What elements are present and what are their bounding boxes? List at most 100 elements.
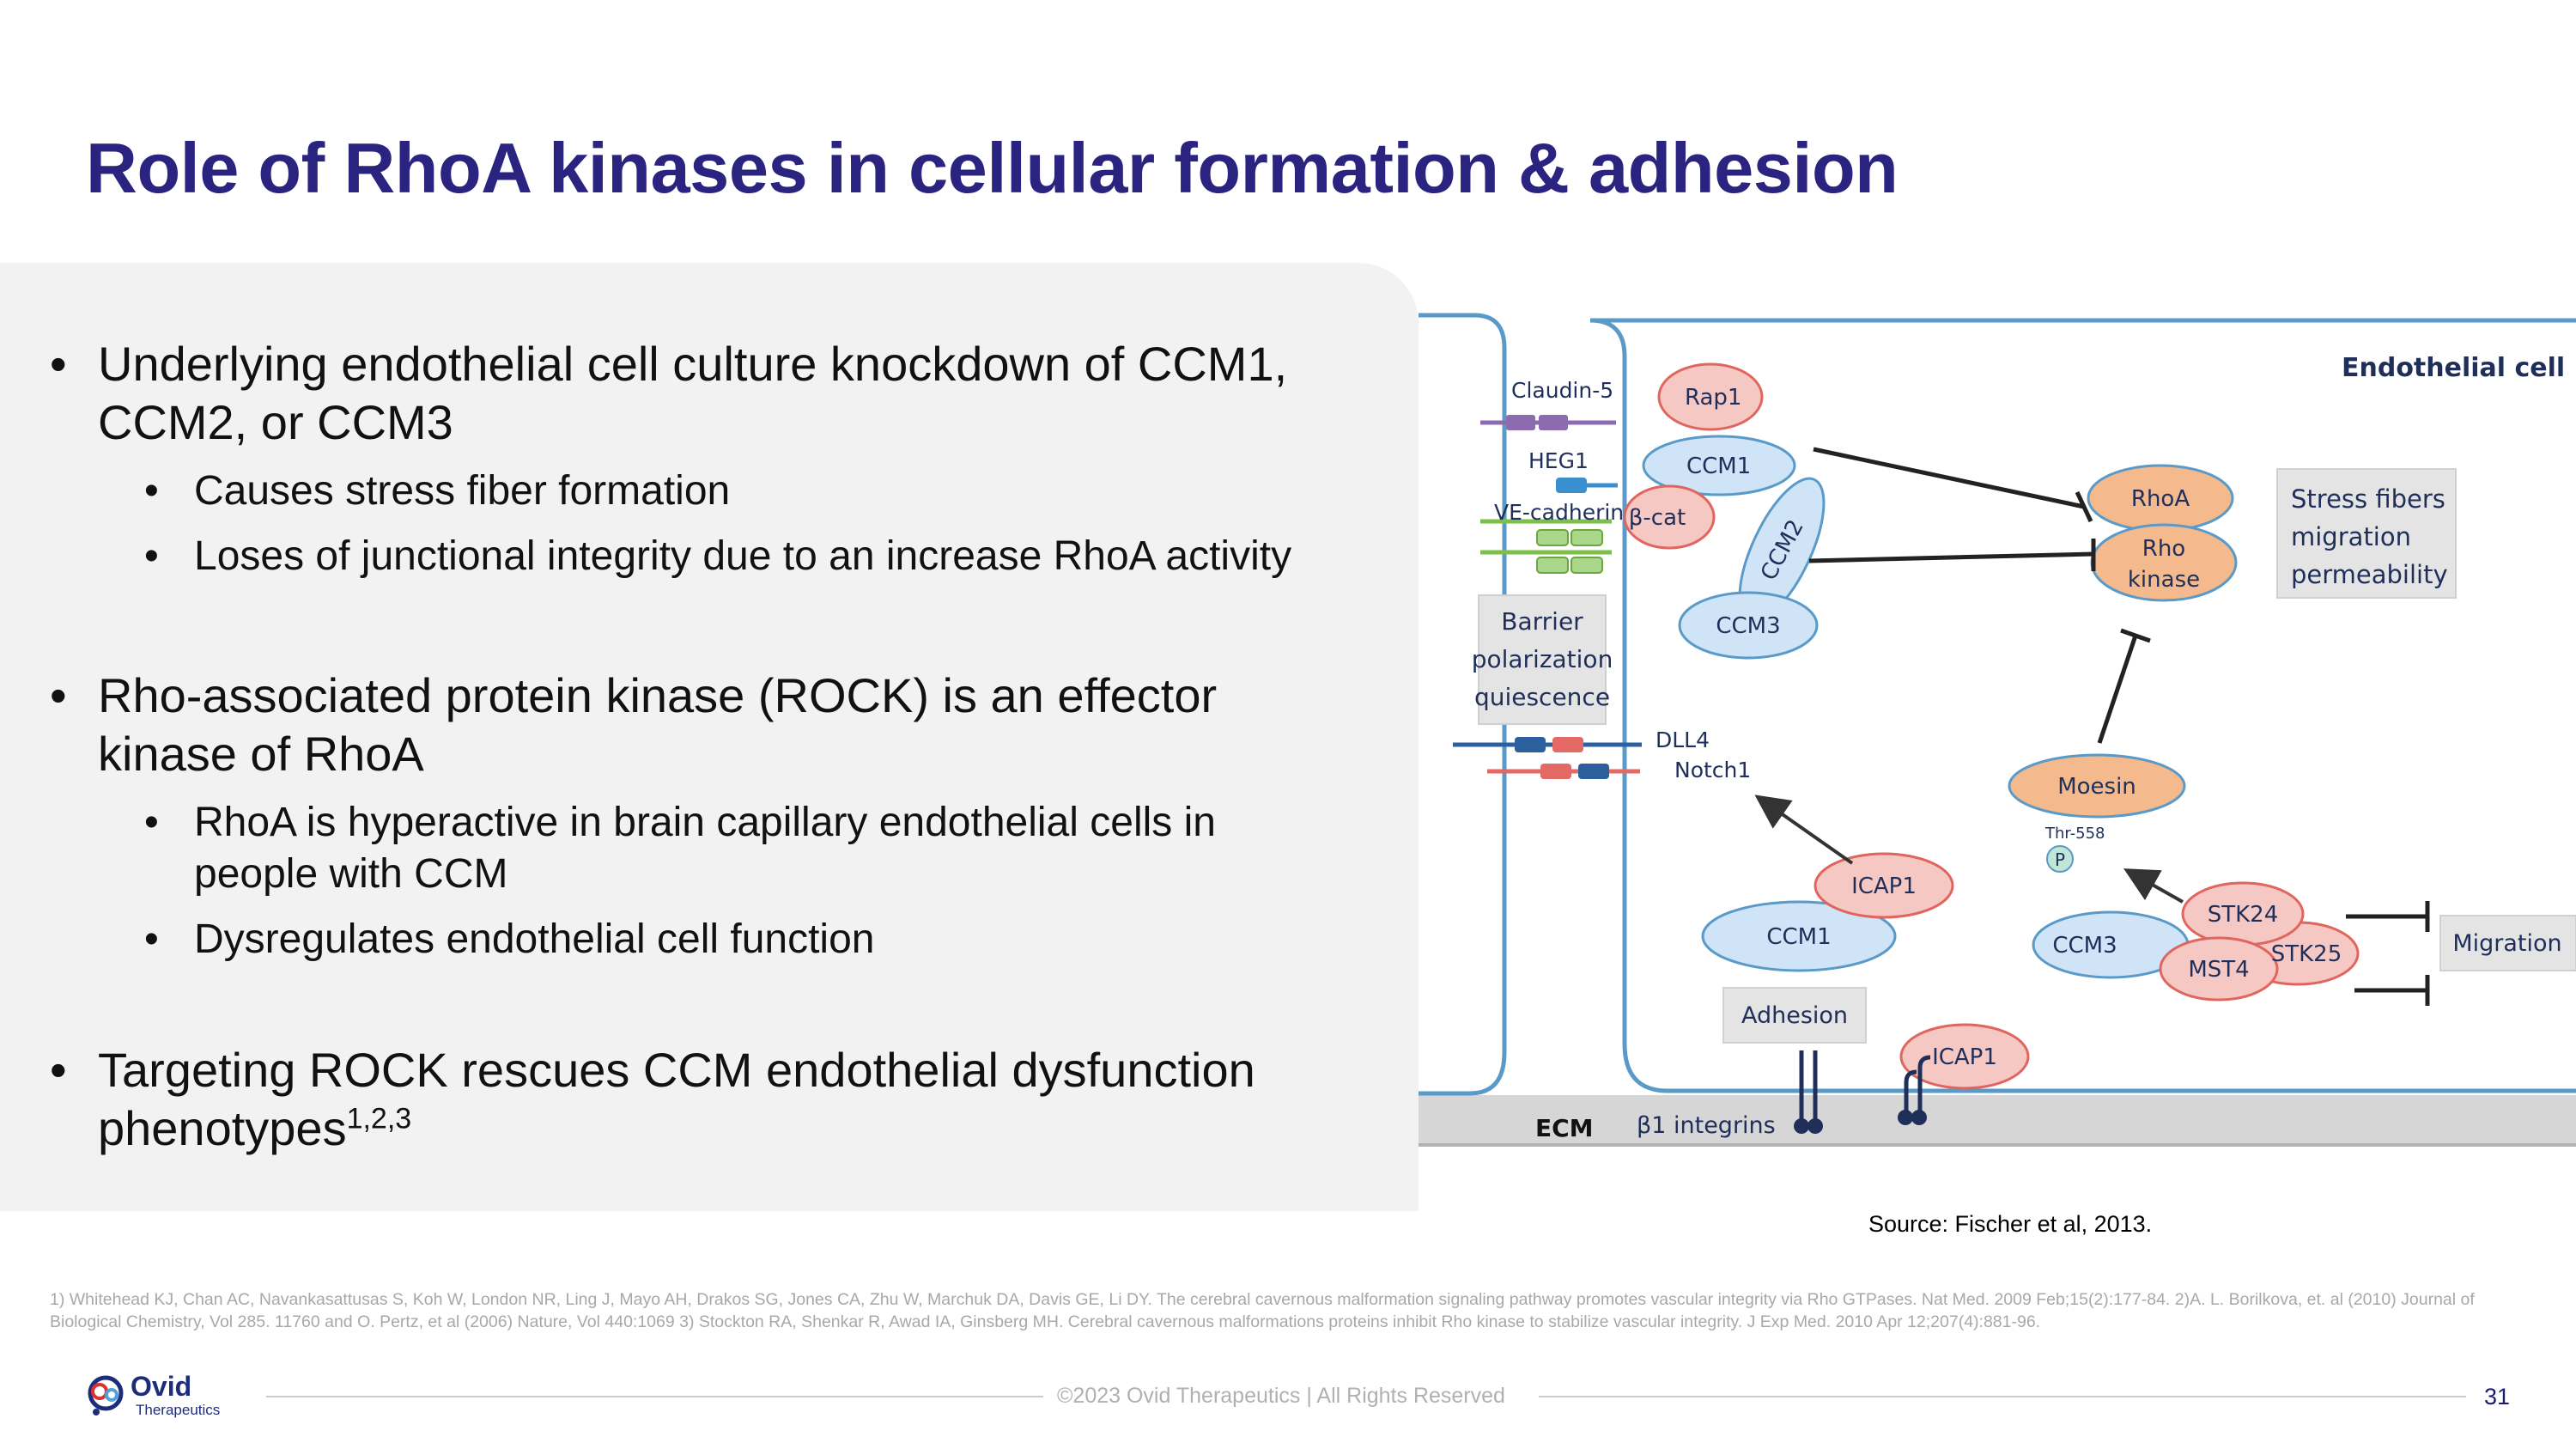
- ccm-pathway-diagram: Endothelial cell Claudin-5 HEG1 VE-cadhe…: [1419, 313, 2576, 1147]
- endothelial-cell-membrane: [1589, 318, 2576, 1093]
- bullet-marker: •: [144, 468, 159, 514]
- notch1-label: Notch1: [1674, 758, 1751, 782]
- inhibition-bar: [2120, 628, 2151, 643]
- arrow-stk-moesin: [2123, 868, 2184, 904]
- references: 1) Whitehead KJ, Chan AC, Navankasattusa…: [50, 1290, 2475, 1331]
- kinase-label: kinase: [2128, 567, 2200, 593]
- icap1-oval-bottom: [1899, 1023, 2030, 1090]
- notch1-block: [1578, 764, 1609, 779]
- copyright: ©2023 Ovid Therapeutics | All Rights Res…: [1057, 1384, 1505, 1408]
- integrin-foot: [1898, 1110, 1913, 1125]
- moesin-label: Moesin: [2057, 774, 2136, 800]
- ccm1-oval-bottom: [1701, 900, 1897, 972]
- phospho-circle: [2046, 845, 2074, 873]
- vecadherin-block: [1571, 529, 1603, 546]
- ccm3-bottom-label: CCM3: [2052, 933, 2117, 959]
- stress-fibers-label-1: Stress fibers: [2291, 484, 2445, 514]
- rap1-label: Rap1: [1685, 385, 1741, 411]
- stress-fibers-box: [2276, 468, 2457, 599]
- ccm3-top-label: CCM3: [1716, 613, 1780, 639]
- bullet-marker: •: [144, 916, 159, 962]
- barrier-label-2: polarization: [1472, 645, 1613, 673]
- figure-source: Source: Fischer et al, 2013.: [1868, 1211, 2153, 1237]
- bullet-panel: • Underlying endothelial cell culture kn…: [0, 263, 1419, 1211]
- bullet-3-line-2-text: phenotypes: [98, 1101, 347, 1155]
- claudin5-label: Claudin-5: [1511, 378, 1613, 403]
- stk25-label: STK25: [2271, 941, 2342, 967]
- dll4-block: [1515, 737, 1546, 752]
- integrin-stem: [1917, 1055, 1931, 1112]
- arrow-icap1-notch: [1754, 795, 1854, 865]
- moesin-oval: [2008, 753, 2186, 819]
- adhesion-box: [1722, 987, 1867, 1044]
- bullet-1-line-1: Underlying endothelial cell culture knoc…: [98, 337, 1288, 391]
- heg1-label: HEG1: [1528, 448, 1589, 473]
- b1-integrins-label: β1 integrins: [1637, 1112, 1776, 1139]
- logo-tagline: Therapeutics: [136, 1402, 221, 1418]
- reference-superscript: 1,2,3: [346, 1102, 412, 1135]
- bullet-2-line-1: Rho-associated protein kinase (ROCK) is …: [98, 668, 1218, 722]
- mst4-oval: [2159, 936, 2279, 1002]
- ccm1-oval-top: [1642, 435, 1796, 496]
- stress-fibers-label-2: migration: [2291, 522, 2411, 551]
- ccm1-bottom-label: CCM1: [1766, 924, 1831, 950]
- bullet-marker: •: [50, 337, 67, 391]
- vecadherin-block: [1571, 557, 1603, 574]
- vecadherin-block: [1536, 529, 1569, 546]
- barrier-label-1: Barrier: [1501, 607, 1583, 636]
- dll4-block: [1552, 737, 1583, 752]
- icap1-middle-label: ICAP1: [1851, 874, 1917, 899]
- inhibition-ccm2-rhok: [1808, 551, 2094, 563]
- migration-label: Migration: [2452, 930, 2561, 957]
- bullet-3-line-1: Targeting ROCK rescues CCM endothelial d…: [98, 1043, 1255, 1097]
- inhibition-bar: [2075, 490, 2093, 523]
- ecm-label: ECM: [1535, 1114, 1594, 1142]
- bullet-2-line-2: kinase of RhoA: [98, 727, 424, 781]
- mst4-label: MST4: [2188, 957, 2249, 983]
- thr558-label: Thr-558: [2044, 825, 2105, 843]
- claudin5-block: [1539, 415, 1568, 430]
- vecadherin-block: [1536, 557, 1569, 574]
- integrin-foot: [1911, 1110, 1927, 1125]
- migration-box: [2439, 915, 2576, 971]
- rhoa-label: RhoA: [2131, 486, 2190, 512]
- integrin-foot: [1794, 1118, 1809, 1134]
- logo-name: Ovid: [131, 1371, 192, 1402]
- sub-bullet-text: Loses of junctional integrity due to an …: [194, 533, 1292, 579]
- ecm-band: [1419, 1095, 2576, 1145]
- ovid-brain-icon: [88, 1375, 124, 1416]
- bullet-marker: •: [50, 668, 67, 722]
- stk24-label: STK24: [2208, 902, 2279, 928]
- rap1-oval: [1657, 362, 1764, 431]
- claudin5-block: [1506, 415, 1535, 430]
- barrier-box: [1478, 594, 1607, 725]
- vecadherin-label: VE-cadherin: [1494, 500, 1624, 525]
- page-number: 31: [2484, 1384, 2511, 1409]
- bullet-marker: •: [50, 1043, 67, 1097]
- ovid-logo: Ovid Therapeutics: [82, 1371, 237, 1422]
- bullet-3-line-2: phenotypes1,2,3: [98, 1099, 1386, 1158]
- icap1-oval-middle: [1814, 852, 1954, 919]
- barrier-label-3: quiescence: [1474, 683, 1610, 711]
- notch1-block: [1540, 764, 1571, 779]
- sub-bullet-text-line-1: RhoA is hyperactive in brain capillary e…: [194, 800, 1216, 845]
- ccm1-top-label: CCM1: [1686, 454, 1751, 479]
- bcat-oval: [1623, 484, 1716, 550]
- adhesion-label: Adhesion: [1741, 1002, 1848, 1029]
- stress-fibers-label-3: permeability: [2291, 560, 2448, 589]
- slide-title: Role of RhoA kinases in cellular formati…: [86, 128, 1899, 208]
- integrin-foot: [1807, 1118, 1823, 1134]
- bcat-label: β-cat: [1629, 505, 1686, 531]
- footer-divider-left: [266, 1396, 1043, 1397]
- inhibition-ccm1-rhoa: [1813, 447, 2085, 509]
- phospho-label: P: [2055, 849, 2065, 870]
- sub-bullet-text: Dysregulates endothelial cell function: [194, 916, 875, 962]
- sub-bullet-text: Causes stress fiber formation: [194, 468, 731, 514]
- sub-bullet-text-line-2: people with CCM: [194, 851, 508, 897]
- dll4-label: DLL4: [1656, 728, 1710, 752]
- inhibition-moesin-rhok: [2097, 635, 2138, 744]
- endothelial-cell-label: Endothelial cell: [2342, 353, 2565, 383]
- rho-label: Rho: [2142, 536, 2185, 562]
- ccm3-oval-top: [1678, 591, 1819, 660]
- bullet-marker: •: [144, 800, 159, 845]
